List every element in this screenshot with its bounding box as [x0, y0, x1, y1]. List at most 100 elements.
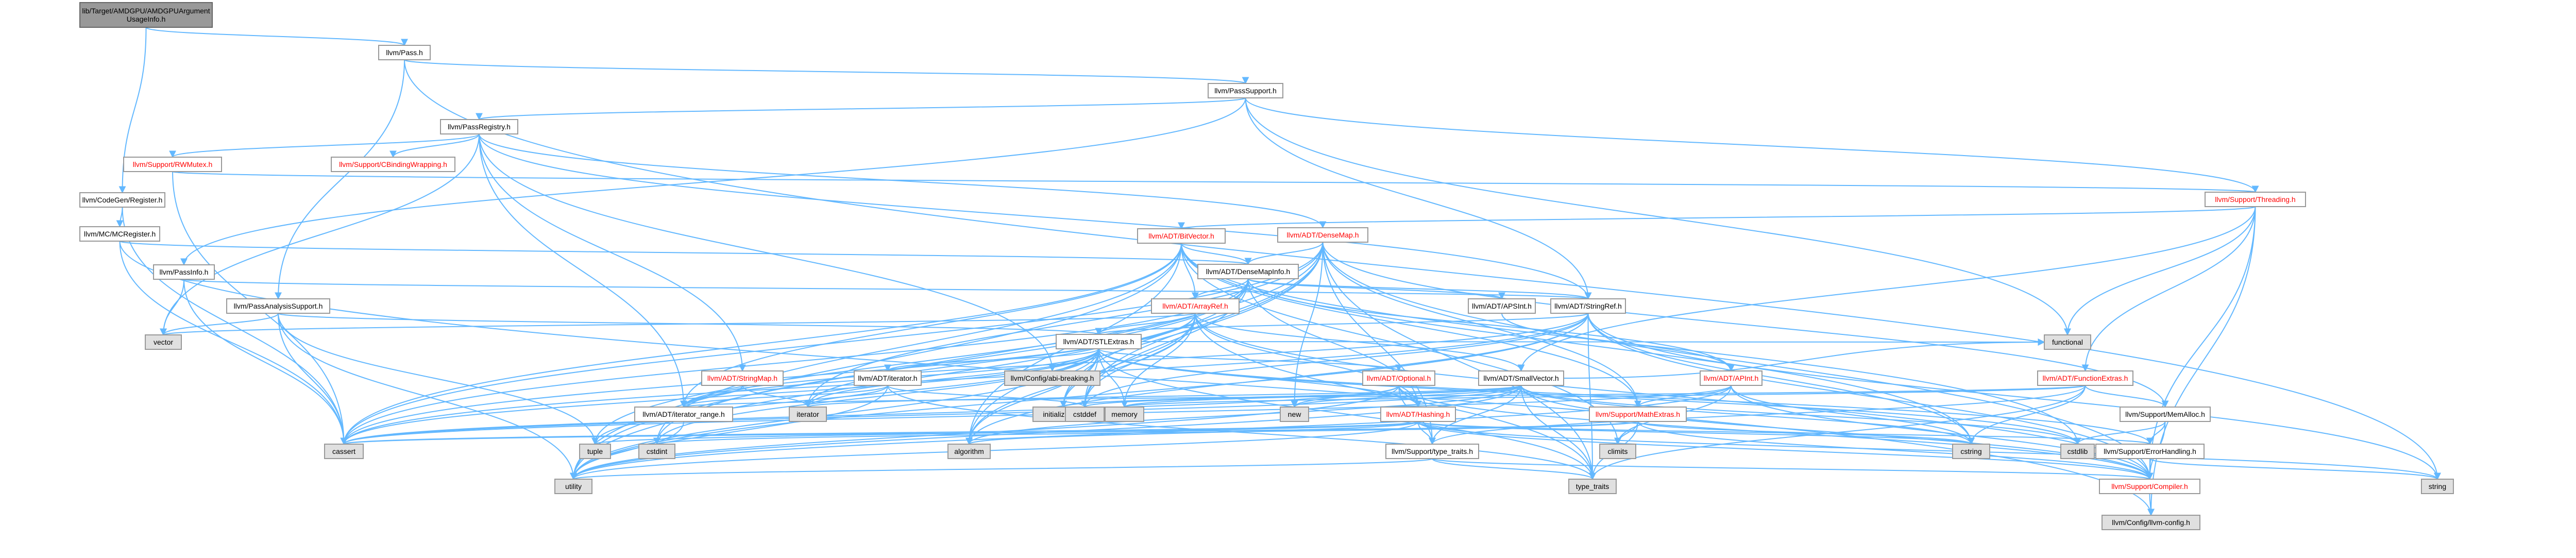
node-root[interactable]: lib/Target/AMDGPU/AMDGPUArgumentUsageInf…: [79, 2, 213, 28]
node-label: llvm/Config/abi-breaking.h: [1011, 374, 1094, 382]
node-optional[interactable]: llvm/ADT/Optional.h: [1362, 370, 1435, 386]
node-errorhandling[interactable]: llvm/Support/ErrorHandling.h: [2095, 444, 2205, 459]
include-edge: [887, 385, 1596, 480]
node-stlextras[interactable]: llvm/ADT/STLExtras.h: [1056, 334, 1142, 349]
node-box: [324, 444, 364, 459]
include-edge: [278, 313, 348, 445]
node-rwmutex[interactable]: llvm/Support/RWMutex.h: [123, 157, 222, 172]
node-iteratorstd: iterator: [789, 407, 827, 422]
include-edge: [1517, 206, 2256, 372]
node-label: llvm/Support/Compiler.h: [2111, 482, 2188, 491]
include-edge: [680, 385, 888, 408]
node-box: [2060, 444, 2095, 459]
node-utility: utility: [554, 479, 592, 494]
include-edge: [172, 171, 2258, 193]
node-codegenreg[interactable]: llvm/CodeGen/Register.h: [79, 192, 165, 208]
node-smallvector[interactable]: llvm/ADT/SmallVector.h: [1478, 370, 1564, 386]
include-edge: [2064, 206, 2256, 336]
include-edge: [275, 59, 405, 300]
node-densemap[interactable]: llvm/ADT/DenseMap.h: [1277, 227, 1368, 243]
node-compiler[interactable]: llvm/Support/Compiler.h: [2099, 479, 2200, 494]
node-iteratorrange[interactable]: llvm/ADT/iterator_range.h: [634, 407, 733, 422]
node-box: [1700, 370, 1762, 386]
node-passanalysis[interactable]: llvm/PassAnalysisSupport.h: [226, 298, 330, 314]
include-edge: [1098, 348, 1402, 372]
node-label: llvm/Support/Threading.h: [2215, 195, 2295, 204]
node-label: UsageInfo.h: [127, 15, 166, 23]
include-edge: [1181, 243, 1252, 265]
include-edge: [2146, 421, 2166, 445]
node-typetraits[interactable]: llvm/Support/type_traits.h: [1385, 444, 1479, 459]
node-box: [1137, 228, 1226, 244]
node-mcreg[interactable]: llvm/MC/MCRegister.h: [79, 226, 160, 242]
include-edge: [1417, 421, 2154, 480]
node-box: [440, 119, 518, 134]
include-edge: [479, 133, 1327, 229]
include-edge: [2084, 385, 2169, 408]
node-memory: memory: [1105, 407, 1144, 422]
node-abibreaking: llvm/Config/abi-breaking.h: [1004, 370, 1100, 386]
node-mathextras[interactable]: llvm/Support/MathExtras.h: [1589, 407, 1687, 422]
node-bitvector[interactable]: llvm/ADT/BitVector.h: [1137, 228, 1226, 244]
node-label: llvm/ADT/FunctionExtras.h: [2043, 374, 2128, 382]
node-apsint[interactable]: llvm/ADT/APSInt.h: [1468, 298, 1536, 314]
include-edge: [2074, 421, 2166, 445]
include-edge: [389, 133, 480, 158]
include-edge: [570, 243, 1182, 480]
node-cbinding[interactable]: llvm/Support/CBindingWrapping.h: [331, 157, 455, 172]
include-edge: [887, 385, 1089, 408]
include-edge: [965, 242, 1324, 445]
node-box: [1208, 83, 1283, 98]
node-cstdint: cstdint: [638, 444, 675, 459]
include-edge: [180, 97, 1246, 266]
include-edge: [2147, 206, 2256, 516]
include-edge: [1121, 313, 1196, 408]
include-edge: [1968, 385, 2086, 445]
node-hashing[interactable]: llvm/ADT/Hashing.h: [1380, 407, 1456, 422]
node-memalloc[interactable]: llvm/Support/MemAlloc.h: [2120, 407, 2211, 422]
include-edge: [341, 421, 1638, 445]
node-passsupport[interactable]: llvm/PassSupport.h: [1208, 83, 1283, 98]
node-label: cstdlib: [2067, 447, 2088, 455]
node-arrayref[interactable]: llvm/ADT/ArrayRef.h: [1151, 298, 1240, 314]
node-box: [2037, 370, 2133, 386]
node-label: llvm/ADT/BitVector.h: [1148, 232, 1214, 240]
node-label: algorithm: [954, 447, 984, 455]
include-edge: [476, 97, 1246, 121]
node-label: type_traits: [1576, 482, 1609, 491]
node-apint[interactable]: llvm/ADT/APInt.h: [1700, 370, 1762, 386]
include-edge: [1637, 421, 1975, 445]
node-passregistry[interactable]: llvm/PassRegistry.h: [440, 119, 518, 134]
node-box: [1589, 407, 1687, 422]
include-edge: [119, 241, 348, 445]
include-edge: [965, 421, 1419, 445]
node-box: [1478, 370, 1564, 386]
node-functionextras[interactable]: llvm/ADT/FunctionExtras.h: [2037, 370, 2133, 386]
node-label: llvm/ADT/STLExtras.h: [1063, 337, 1134, 346]
include-edge: [1731, 385, 1975, 445]
include-edge: [570, 242, 1324, 480]
include-edge: [1095, 313, 1196, 335]
node-passinfo[interactable]: llvm/PassInfo.h: [153, 264, 215, 280]
node-box: [2421, 479, 2454, 494]
node-label: cstdint: [647, 447, 668, 455]
node-pass[interactable]: llvm/Pass.h: [378, 45, 431, 60]
node-label: climits: [1608, 447, 1628, 455]
node-stringmap[interactable]: llvm/ADT/StringMap.h: [701, 370, 784, 386]
node-box: [947, 444, 991, 459]
include-edge: [404, 59, 1249, 84]
node-label: llvm/ADT/ArrayRef.h: [1162, 302, 1228, 310]
include-edge: [1432, 458, 1596, 480]
node-box: [2205, 192, 2306, 207]
node-box: [79, 2, 213, 28]
node-label: memory: [1111, 410, 1138, 418]
node-label: new: [1288, 410, 1302, 418]
node-densemapinfo[interactable]: llvm/ADT/DenseMapInfo.h: [1197, 264, 1299, 279]
node-stringref[interactable]: llvm/ADT/StringRef.h: [1550, 298, 1626, 314]
node-iterator[interactable]: llvm/ADT/iterator.h: [854, 370, 922, 386]
include-edge: [1637, 421, 2154, 480]
include-edge: [160, 279, 184, 336]
node-new: new: [1280, 407, 1309, 422]
node-threading[interactable]: llvm/Support/Threading.h: [2205, 192, 2306, 207]
node-label: llvm/Support/RWMutex.h: [133, 160, 213, 168]
